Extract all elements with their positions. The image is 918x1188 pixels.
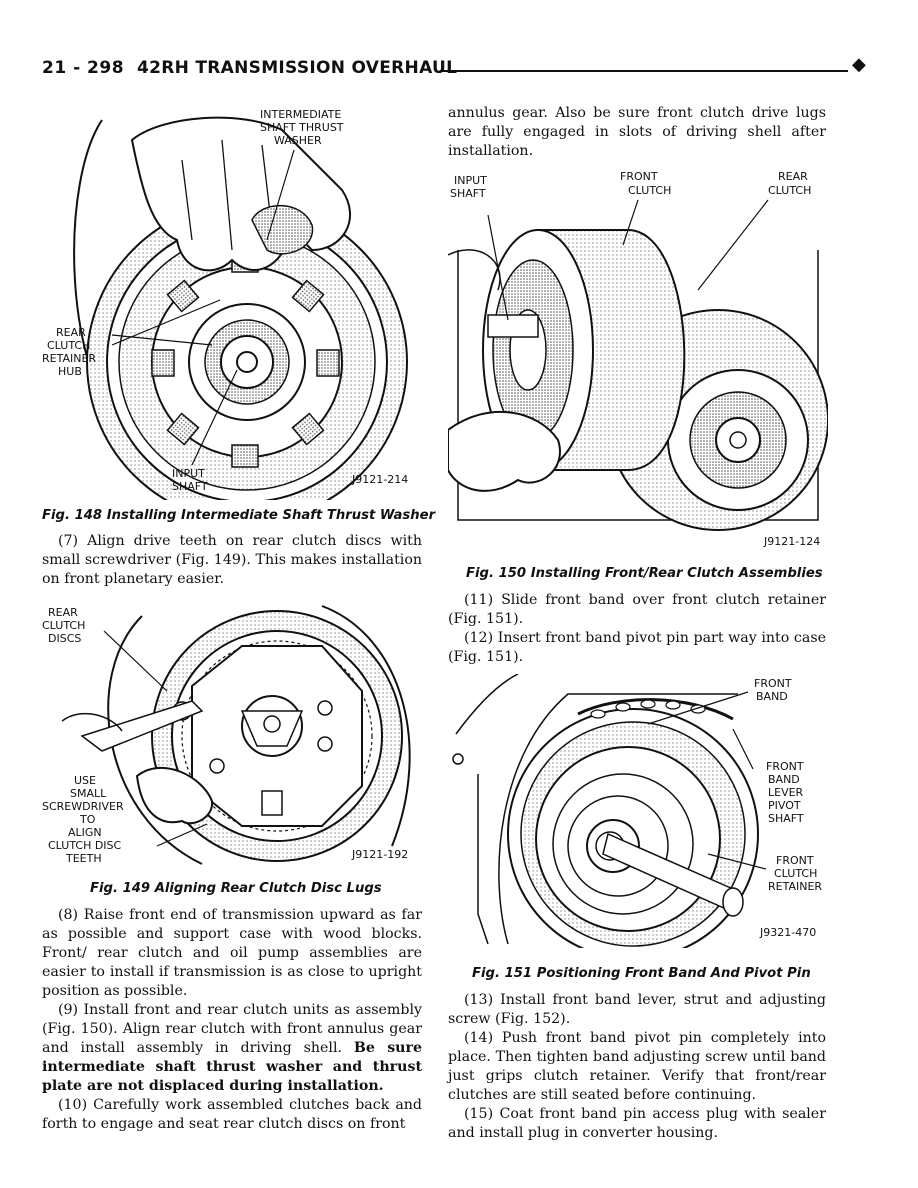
label-front-1: FRONT [620, 170, 658, 183]
figure-151: FRONT BAND FRONT BAND LEVER PIVOT SHAFT … [448, 674, 828, 948]
label-lever-1: FRONT [766, 760, 804, 773]
label-washer-2: SHAFT THRUST [260, 121, 344, 134]
paragraph-step-13: (13) Install front band lever, strut and… [448, 992, 826, 1027]
label-washer-3: WASHER [274, 134, 322, 147]
label-use-6: CLUTCH DISC [48, 839, 122, 852]
label-use-5: ALIGN [68, 826, 102, 839]
paragraph-step-7: (7) Align drive teeth on rear clutch dis… [42, 533, 422, 587]
label-discs-3: DISCS [48, 632, 81, 645]
label-input-2: SHAFT [450, 187, 486, 200]
right-column-text-a: (11) Slide front band over front clutch … [448, 591, 826, 667]
label-hub-1: REAR [56, 326, 86, 339]
figure-149-illustration: REAR CLUTCH DISCS USE SMALL SCREWDRIVER … [42, 605, 411, 865]
label-discs-1: REAR [48, 606, 78, 619]
diamond-icon: ◆ [852, 54, 866, 75]
figure-150: INPUT SHAFT FRONT CLUTCH REAR CLUTCH J91… [448, 170, 828, 550]
label-rear-1: REAR [778, 170, 808, 183]
label-band-2: BAND [756, 690, 788, 703]
paragraph-step-15: (15) Coat front band pin access plug wit… [448, 1106, 826, 1141]
paragraph-step-14: (14) Push front band pivot pin completel… [448, 1030, 826, 1103]
paragraph-step-9: (9) Install front and rear clutch units … [42, 1002, 422, 1094]
figure-151-caption: Fig. 151 Positioning Front Band And Pivo… [472, 966, 811, 981]
figure-code: J9121-214 [351, 473, 408, 486]
section-title: 42RH TRANSMISSION OVERHAUL [137, 58, 458, 78]
paragraph-step-11: (11) Slide front band over front clutch … [448, 592, 826, 627]
paragraph-step-8: (8) Raise front end of transmission upwa… [42, 907, 422, 999]
label-use-2: SMALL [70, 787, 107, 800]
label-use-4: TO [79, 813, 96, 826]
label-shaft-2: SHAFT [172, 480, 208, 493]
label-hub-2: CLUTCH [47, 339, 90, 352]
paragraph-step-10: (10) Carefully work assembled clutches b… [42, 1097, 422, 1132]
label-ret-3: RETAINER [768, 880, 822, 893]
label-use-1: USE [74, 774, 96, 787]
label-band-1: FRONT [754, 677, 792, 690]
left-column-text: (8) Raise front end of transmission upwa… [42, 906, 422, 1134]
figure-148-caption: Fig. 148 Installing Intermediate Shaft T… [42, 508, 436, 523]
label-shaft-1: INPUT [172, 467, 205, 480]
label-hub-4: HUB [58, 365, 82, 378]
label-hub-3: RETAINER [42, 352, 96, 365]
label-lever-2: BAND [768, 773, 800, 786]
label-ret-2: CLUTCH [774, 867, 817, 880]
figure-code: J9121-124 [763, 535, 820, 548]
label-washer-1: INTERMEDIATE [260, 108, 341, 121]
label-ret-1: FRONT [776, 854, 814, 867]
figure-148-illustration: INTERMEDIATE SHAFT THRUST WASHER REAR CL… [42, 108, 408, 500]
figure-148: INTERMEDIATE SHAFT THRUST WASHER REAR CL… [42, 100, 422, 500]
page-number: 21 - 298 [42, 58, 125, 78]
paragraph-step-12: (12) Insert front band pivot pin part wa… [448, 630, 826, 665]
figure-149: REAR CLUTCH DISCS USE SMALL SCREWDRIVER … [42, 596, 422, 872]
figure-code: J9121-192 [351, 848, 408, 861]
label-use-3: SCREWDRIVER [42, 800, 124, 813]
figure-150-caption: Fig. 150 Installing Front/Rear Clutch As… [466, 566, 823, 581]
figure-151-illustration: FRONT BAND FRONT BAND LEVER PIVOT SHAFT … [452, 674, 822, 948]
label-rear-2: CLUTCH [768, 184, 811, 197]
label-lever-5: SHAFT [768, 812, 804, 825]
label-lever-4: PIVOT [768, 799, 801, 812]
paragraph-step-10-cont: annulus gear. Also be sure front clutch … [448, 105, 826, 159]
figure-code: J9321-470 [759, 926, 816, 939]
page-header: 21 - 298 42RH TRANSMISSION OVERHAUL ◆ [42, 56, 866, 84]
figure-150-illustration: INPUT SHAFT FRONT CLUTCH REAR CLUTCH J91… [448, 170, 828, 548]
label-front-2: CLUTCH [628, 184, 671, 197]
figure-149-caption: Fig. 149 Aligning Rear Clutch Disc Lugs [90, 881, 382, 896]
header-rule [440, 70, 848, 72]
label-input-1: INPUT [454, 174, 487, 187]
label-lever-3: LEVER [768, 786, 804, 799]
right-column-text-b: (13) Install front band lever, strut and… [448, 991, 826, 1143]
label-discs-2: CLUTCH [42, 619, 85, 632]
label-use-7: TEETH [65, 852, 102, 865]
